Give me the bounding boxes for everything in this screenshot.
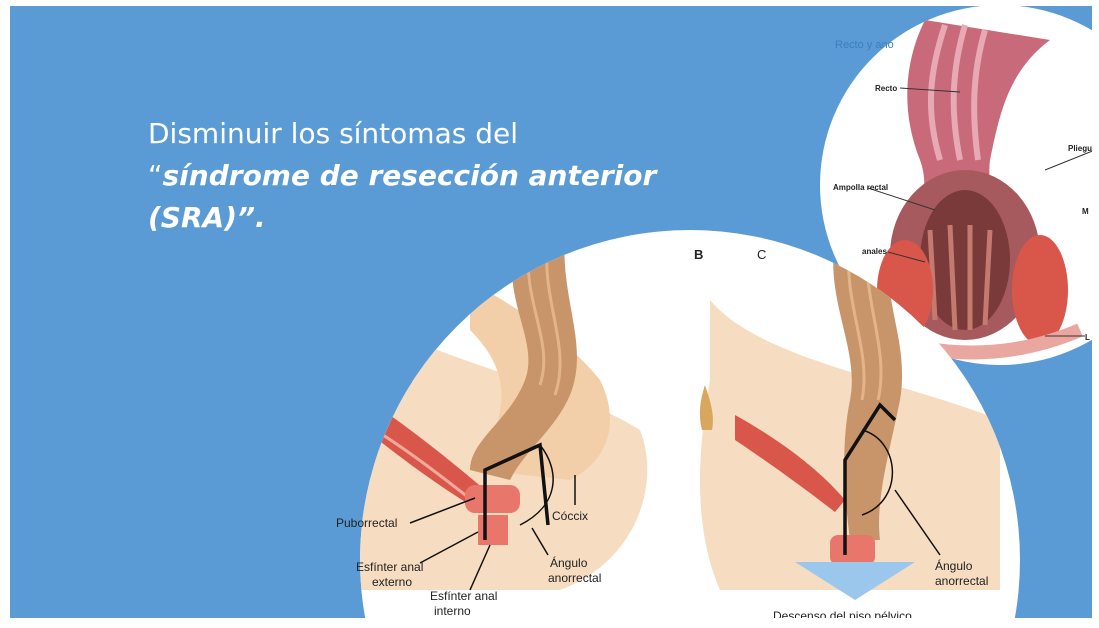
title-emphasis-line-3: (SRA)”. [148, 201, 266, 234]
label-angulo-right-2: anorrectal [935, 574, 988, 588]
label-pliegues: Pliegu [1068, 144, 1092, 153]
label-angulo-left-2: anorrectal [548, 571, 601, 585]
label-esfinter-externo-1: Esfínter anal [356, 560, 423, 574]
label-esfinter-interno-2: interno [434, 604, 471, 618]
upper-figure-title: Recto y ano [835, 39, 894, 51]
label-l: L [1085, 333, 1090, 342]
title-quote-open: “ [148, 159, 163, 192]
label-ampolla: Ampolla rectal [833, 183, 888, 192]
label-anales: anales [862, 247, 887, 256]
label-descenso: Descenso del piso pélvico [773, 609, 912, 623]
panel-letter-c: C [757, 247, 766, 262]
slide-title: Disminuir los síntomas del “síndrome de … [148, 113, 708, 239]
panel-letter-b: B [694, 247, 703, 262]
title-emphasis-line-2: síndrome de resección anterior [162, 159, 657, 192]
label-esfinter-externo-2: externo [372, 575, 412, 589]
label-recto: Recto [875, 84, 897, 93]
title-line-2: “síndrome de resección anterior [148, 155, 708, 197]
label-angulo-right-1: Ángulo [935, 558, 973, 573]
title-line-1: Disminuir los síntomas del [148, 117, 518, 150]
label-esfinter-interno-1: Esfínter anal [430, 589, 497, 603]
label-angulo-left-1: Ángulo [550, 555, 588, 570]
label-m: M [1082, 207, 1089, 216]
label-puborrectal: Puborrectal [336, 516, 397, 530]
label-coccix: Cóccix [552, 509, 588, 523]
